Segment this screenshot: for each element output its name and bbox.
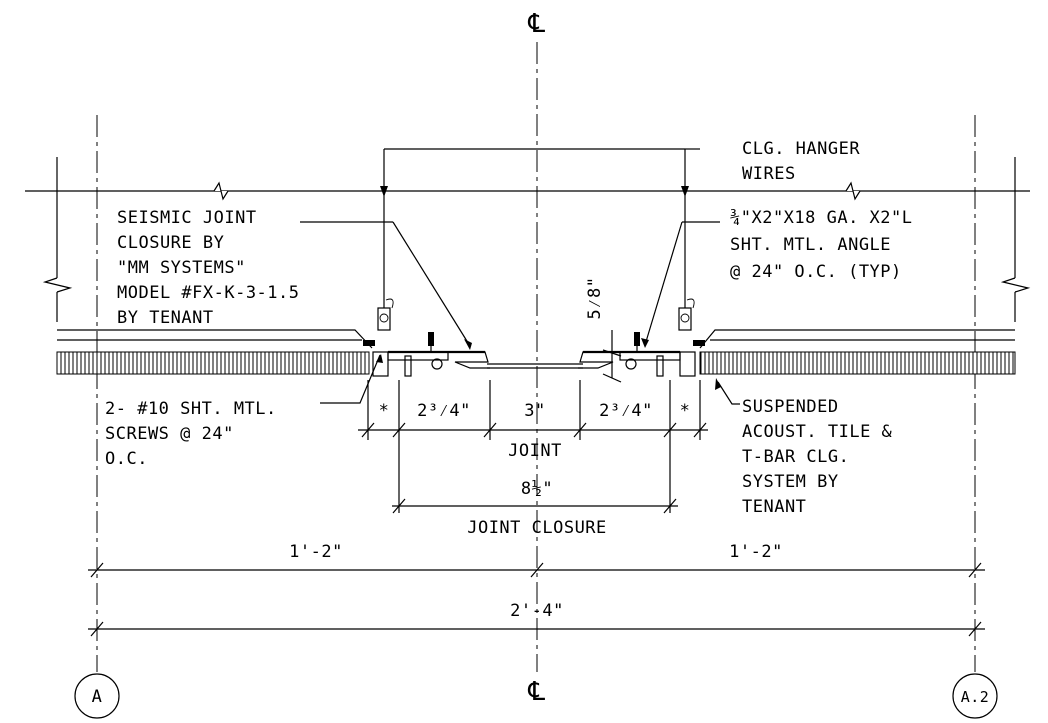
grid-bubble-a: A: [74, 673, 120, 719]
note-angle-line-1: ¾"X2"X18 GA. X2"L: [730, 208, 913, 228]
closure-dimension-line: [392, 498, 678, 514]
note-hanger-wires: CLG. HANGER WIRES: [742, 139, 860, 184]
note-seismic-closure: SEISMIC JOINT CLOSURE BY "MM SYSTEMS" MO…: [117, 208, 300, 328]
note-ceiling-line-4: SYSTEM BY: [742, 472, 839, 492]
note-ceiling-line-2: ACOUST. TILE &: [742, 422, 893, 442]
wall-edge-left: [42, 157, 73, 322]
grid-bubble-a2-label: A.2: [961, 688, 990, 706]
segment-right-value: 2³⁄4": [599, 401, 653, 421]
closure-value: 8½": [521, 479, 553, 499]
hanger-wire-left: [377, 148, 700, 331]
wall-edge-right: [1000, 157, 1031, 322]
asterisk-left: *: [379, 401, 390, 421]
centerline-symbol-bottom: ℄: [527, 677, 545, 707]
screws-leader: [320, 354, 383, 404]
segment-joint-value: 3": [524, 401, 545, 421]
ceiling-tile-left: [56, 329, 373, 375]
angle-leader: [641, 221, 720, 348]
joint-closure-left-assembly: [363, 332, 490, 377]
structure-line: [25, 181, 1030, 201]
note-seismic-line-3: "MM SYSTEMS": [117, 258, 246, 278]
note-seismic-line-2: CLOSURE BY: [117, 233, 224, 253]
half-right-value: 1'-2": [729, 542, 783, 562]
asterisk-right: *: [680, 401, 691, 421]
overall-value: 2'-4": [510, 601, 564, 621]
note-ceiling-line-1: SUSPENDED: [742, 397, 839, 417]
ceiling-tile-right: [699, 329, 1016, 375]
seismic-closure-leader: [300, 221, 472, 350]
note-angle-line-2: SHT. MTL. ANGLE: [730, 235, 891, 255]
half-dimension-line: [88, 562, 985, 578]
note-seismic-line-4: MODEL #FX-K-3-1.5: [117, 283, 300, 303]
closure-label: JOINT CLOSURE: [467, 518, 607, 538]
half-left-value: 1'-2": [289, 542, 343, 562]
note-angle-line-3: @ 24" O.C. (TYP): [730, 262, 902, 282]
note-screws-line-3: O.C.: [105, 449, 148, 469]
grid-bubble-a2: A.2: [952, 673, 998, 719]
note-screws: 2- #10 SHT. MTL. SCREWS @ 24" O.C.: [105, 399, 277, 469]
segment-left-value: 2³⁄4": [417, 401, 471, 421]
joint-closure-center-plate: [487, 363, 583, 369]
joint-closure-right-assembly: [578, 332, 705, 377]
joint-label: JOINT: [508, 441, 562, 461]
hanger-wire-right: [678, 149, 695, 331]
centerline-symbol-top: ℄: [527, 9, 545, 39]
grid-bubble-a-label: A: [92, 687, 103, 707]
note-hanger-line-2: WIRES: [742, 164, 796, 184]
segment-dimension-line: [358, 380, 708, 513]
note-screws-line-2: SCREWS @ 24": [105, 424, 234, 444]
gap-vertical-dimension: [602, 330, 622, 383]
note-angle: ¾"X2"X18 GA. X2"L SHT. MTL. ANGLE @ 24" …: [730, 208, 913, 282]
note-seismic-line-1: SEISMIC JOINT: [117, 208, 257, 228]
note-ceiling-line-5: TENANT: [742, 497, 806, 517]
note-screws-line-1: 2- #10 SHT. MTL.: [105, 399, 277, 419]
note-hanger-line-1: CLG. HANGER: [742, 139, 860, 159]
ceiling-leader: [715, 378, 740, 405]
overall-dimension-line: [88, 621, 985, 637]
note-seismic-line-5: BY TENANT: [117, 308, 214, 328]
note-ceiling: SUSPENDED ACOUST. TILE & T-BAR CLG. SYST…: [742, 397, 893, 517]
gap-vertical-value: 5⁄8": [585, 277, 605, 320]
note-ceiling-line-3: T-BAR CLG.: [742, 447, 849, 467]
